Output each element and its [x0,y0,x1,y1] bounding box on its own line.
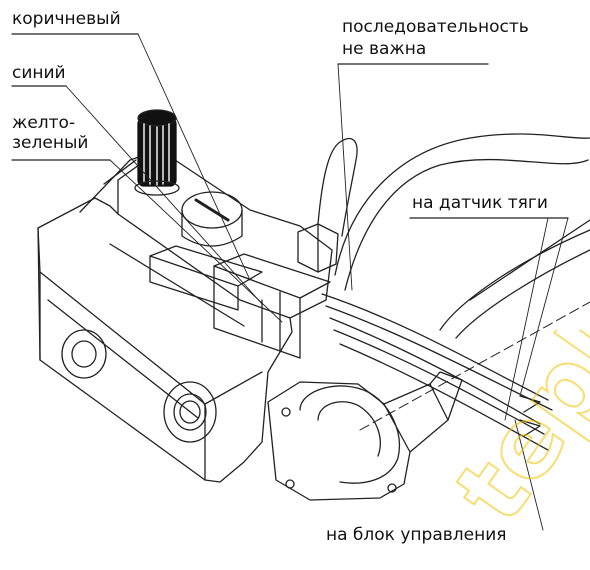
cable-1 [321,293,549,401]
cable-3 [339,343,549,451]
valve-body [37,197,293,483]
diagram-canvas: коричневый синий желто- зеленый последов… [11,9,590,545]
valve-drawing [11,33,590,531]
label-order-2: не важна [342,39,427,59]
label-order-1: последовательность [342,17,529,37]
label-brown: коричневый [12,9,121,29]
label-blue: синий [12,63,66,83]
label-control-unit: на блок управления [326,525,507,545]
outlet-flange [267,381,411,501]
capillary-tube [317,137,358,237]
cable-2 [329,317,541,425]
label-yellow-green-2: зеленый [12,133,89,153]
label-draft-sensor: на датчик тяги [412,193,548,213]
side-port-1 [61,329,107,379]
label-yellow-green-1: желто- [12,113,76,133]
side-port-2 [163,381,217,443]
